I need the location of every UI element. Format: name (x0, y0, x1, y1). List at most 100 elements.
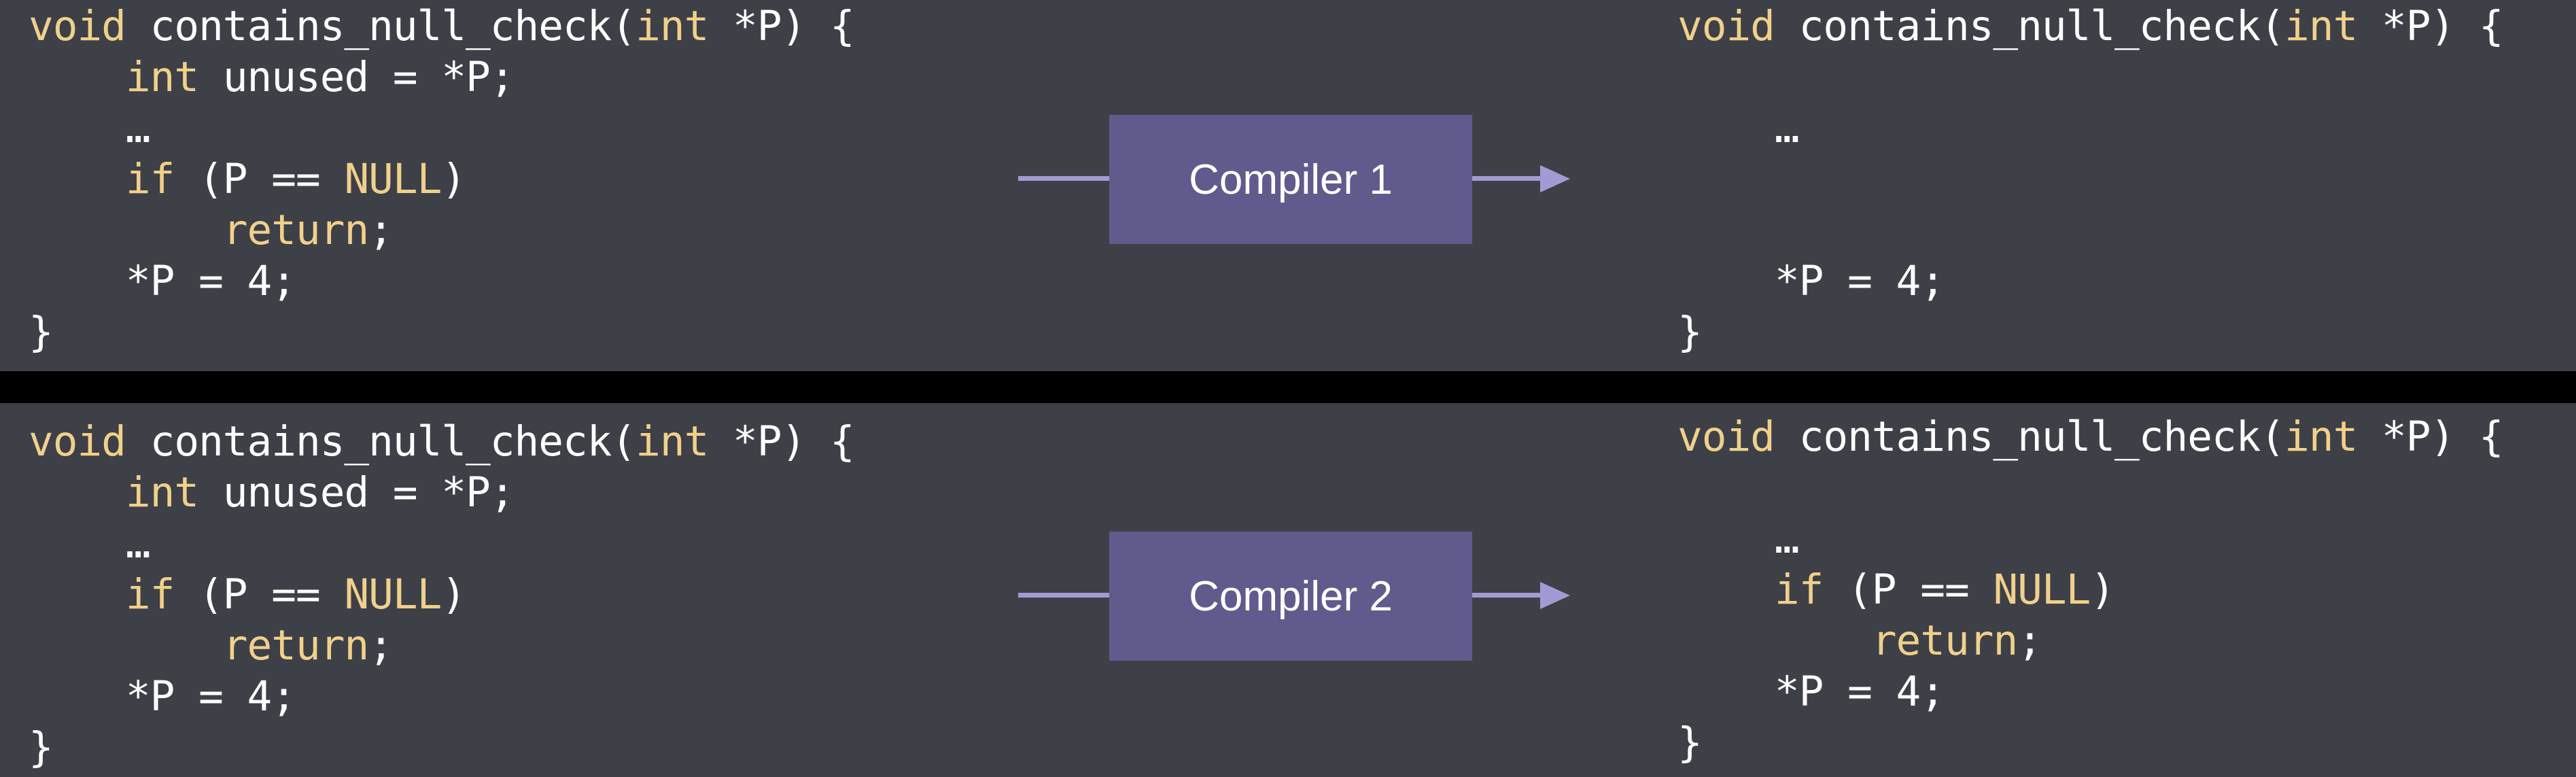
arrow-head-icon (1540, 165, 1570, 192)
code-keyword: void (1677, 2, 1775, 50)
code-line: … (29, 103, 854, 154)
compiler-1-box: Compiler 1 (1109, 115, 1472, 244)
output-arrow-line (1472, 593, 1542, 598)
code-line (1677, 154, 2503, 205)
code-keyword: int (2284, 413, 2358, 461)
code-token: (P == (174, 570, 345, 619)
code-line: void contains_null_check(int *P) { (1677, 1, 2504, 52)
code-token: contains_null_check( (1774, 2, 2286, 50)
code-line: if (P == NULL) (29, 569, 854, 620)
code-line (1677, 462, 2503, 513)
code-keyword: NULL (344, 155, 442, 203)
code-token (29, 570, 126, 619)
code-token: *P = 4; (29, 257, 296, 305)
code-token: ; (368, 621, 394, 670)
code-token (29, 621, 223, 670)
code-line: } (29, 722, 854, 773)
code-line: return; (29, 205, 854, 256)
code-line: } (29, 307, 854, 358)
code-token: ) (441, 155, 466, 203)
code-token (29, 468, 126, 517)
code-token: contains_null_check( (125, 2, 637, 50)
code-token: … (1677, 515, 1800, 563)
code-keyword: int (125, 468, 199, 517)
code-line (1677, 52, 2503, 103)
code-token: } (1677, 308, 1703, 356)
output-code-block: void contains_null_check(int *P) { … *P … (1677, 1, 2504, 358)
code-token: ; (2017, 617, 2042, 665)
code-keyword: NULL (1993, 566, 2091, 614)
input-arrow-line (1018, 593, 1111, 598)
code-token: *P) { (708, 2, 855, 50)
code-keyword: int (125, 53, 199, 101)
code-token: *P = 4; (1677, 257, 1945, 305)
code-keyword: if (125, 570, 175, 619)
code-keyword: int (2284, 2, 2358, 50)
input-code-block: void contains_null_check(int *P) { int u… (29, 416, 855, 773)
arrow-head-icon (1540, 582, 1570, 609)
compiler-1-label: Compiler 1 (1189, 156, 1393, 203)
code-keyword: return (1871, 617, 2018, 665)
compiler-1-panel: void contains_null_check(int *P) { int u… (0, 0, 2576, 371)
code-token: (P == (174, 155, 345, 203)
code-token (29, 155, 126, 203)
code-line: void contains_null_check(int *P) { (29, 416, 855, 467)
code-keyword: if (1774, 566, 1824, 614)
code-keyword: NULL (344, 570, 442, 619)
code-line: return; (1677, 615, 2503, 666)
code-token: ) (2090, 566, 2115, 614)
code-token: } (29, 308, 54, 356)
code-token: contains_null_check( (125, 417, 637, 466)
compiler-2-box: Compiler 2 (1109, 532, 1472, 661)
code-line: void contains_null_check(int *P) { (29, 1, 855, 52)
code-keyword: void (29, 2, 126, 50)
code-line: } (1677, 717, 2503, 768)
code-token: *P) { (2357, 2, 2504, 50)
compiler-2-label: Compiler 2 (1189, 572, 1393, 620)
code-token (1677, 617, 1872, 665)
code-token: … (1677, 104, 1800, 152)
code-keyword: int (636, 417, 709, 466)
code-keyword: return (222, 621, 369, 670)
code-token: *P) { (2357, 413, 2504, 461)
code-keyword: if (125, 155, 175, 203)
code-token: (P == (1823, 566, 1994, 614)
code-token (29, 206, 223, 254)
code-line: *P = 4; (1677, 256, 2503, 307)
code-token: } (29, 723, 54, 772)
output-code-block: void contains_null_check(int *P) { … if … (1677, 411, 2504, 768)
code-token: *P = 4; (1677, 668, 1945, 716)
code-token: contains_null_check( (1774, 413, 2286, 461)
code-token: unused = *P; (198, 53, 515, 101)
output-arrow-line (1472, 176, 1542, 181)
code-token: *P) { (708, 417, 855, 466)
code-token: *P = 4; (29, 672, 296, 721)
code-line (1677, 205, 2503, 256)
code-line: *P = 4; (1677, 666, 2503, 717)
code-token (1677, 566, 1775, 614)
code-token: unused = *P; (198, 468, 515, 517)
code-keyword: return (222, 206, 369, 254)
code-token: ) (441, 570, 466, 619)
code-token (29, 53, 126, 101)
code-line: } (1677, 307, 2503, 358)
code-token: … (29, 104, 151, 152)
code-line: if (P == NULL) (1677, 564, 2503, 615)
input-arrow-line (1018, 176, 1111, 181)
code-token: } (1677, 719, 1703, 767)
code-token: … (29, 519, 151, 568)
code-line: int unused = *P; (29, 52, 854, 103)
code-line: *P = 4; (29, 671, 854, 722)
input-code-block: void contains_null_check(int *P) { int u… (29, 1, 855, 358)
code-line: … (29, 518, 854, 569)
code-line: … (1677, 513, 2503, 564)
code-line: … (1677, 103, 2503, 154)
code-line: if (P == NULL) (29, 154, 854, 205)
code-keyword: void (29, 417, 126, 466)
code-keyword: void (1677, 413, 1775, 461)
code-line: void contains_null_check(int *P) { (1677, 411, 2504, 462)
code-line: return; (29, 620, 854, 671)
compiler-2-panel: void contains_null_check(int *P) { int u… (0, 403, 2576, 777)
code-line: int unused = *P; (29, 467, 854, 518)
code-token: ; (368, 206, 394, 254)
